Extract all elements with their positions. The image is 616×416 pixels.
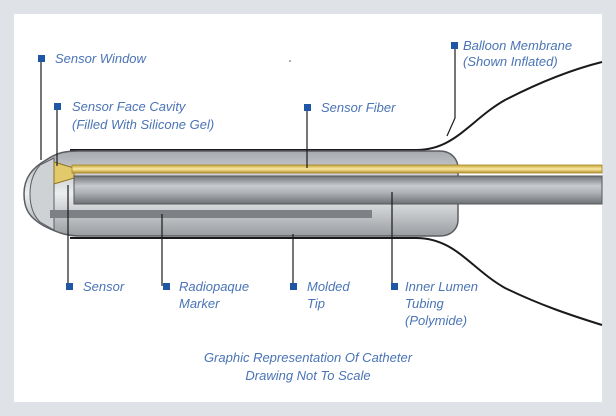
label-radiopaque-line2: Marker: [179, 296, 220, 311]
label-lumen-line3: (Polymide): [405, 313, 468, 328]
marker-balloon: [451, 42, 458, 49]
balloon-membrane-lower: [70, 237, 603, 326]
inner-lumen-tubing: [73, 175, 603, 205]
label-molded-line1: Molded: [307, 279, 350, 294]
sensor-fiber: [71, 164, 603, 174]
label-lumen-line2: Tubing: [405, 296, 444, 311]
leader-balloon: [446, 46, 456, 137]
label-sensor: Sensor: [83, 279, 125, 294]
radiopaque-marker: [50, 210, 372, 218]
marker-sensor: [66, 283, 73, 290]
marker-cavity: [54, 103, 61, 110]
marker-sensor-window: [38, 55, 45, 62]
balloon-membrane-upper: [70, 61, 603, 151]
label-balloon-line1: Balloon Membrane: [463, 38, 573, 53]
label-sensor-fiber: Sensor Fiber: [321, 100, 396, 115]
label-molded-line2: Tip: [307, 296, 325, 311]
marker-molded-tip: [290, 283, 297, 290]
sensor-window: [29, 157, 55, 231]
label-cavity-line1: Sensor Face Cavity: [72, 99, 186, 114]
marker-radiopaque: [163, 283, 170, 290]
label-sensor-window: Sensor Window: [55, 51, 146, 66]
label-balloon-line2: (Shown Inflated): [463, 54, 558, 69]
label-lumen-line1: Inner Lumen: [405, 279, 478, 294]
decorative-dot: [289, 60, 291, 62]
caption-line2: Drawing Not To Scale: [245, 368, 371, 383]
marker-fiber: [304, 104, 311, 111]
caption-line1: Graphic Representation Of Catheter: [203, 350, 413, 365]
marker-inner-lumen: [391, 283, 398, 290]
label-cavity-line2: (Filled With Silicone Gel): [72, 117, 215, 132]
label-radiopaque-line1: Radiopaque: [179, 279, 250, 294]
